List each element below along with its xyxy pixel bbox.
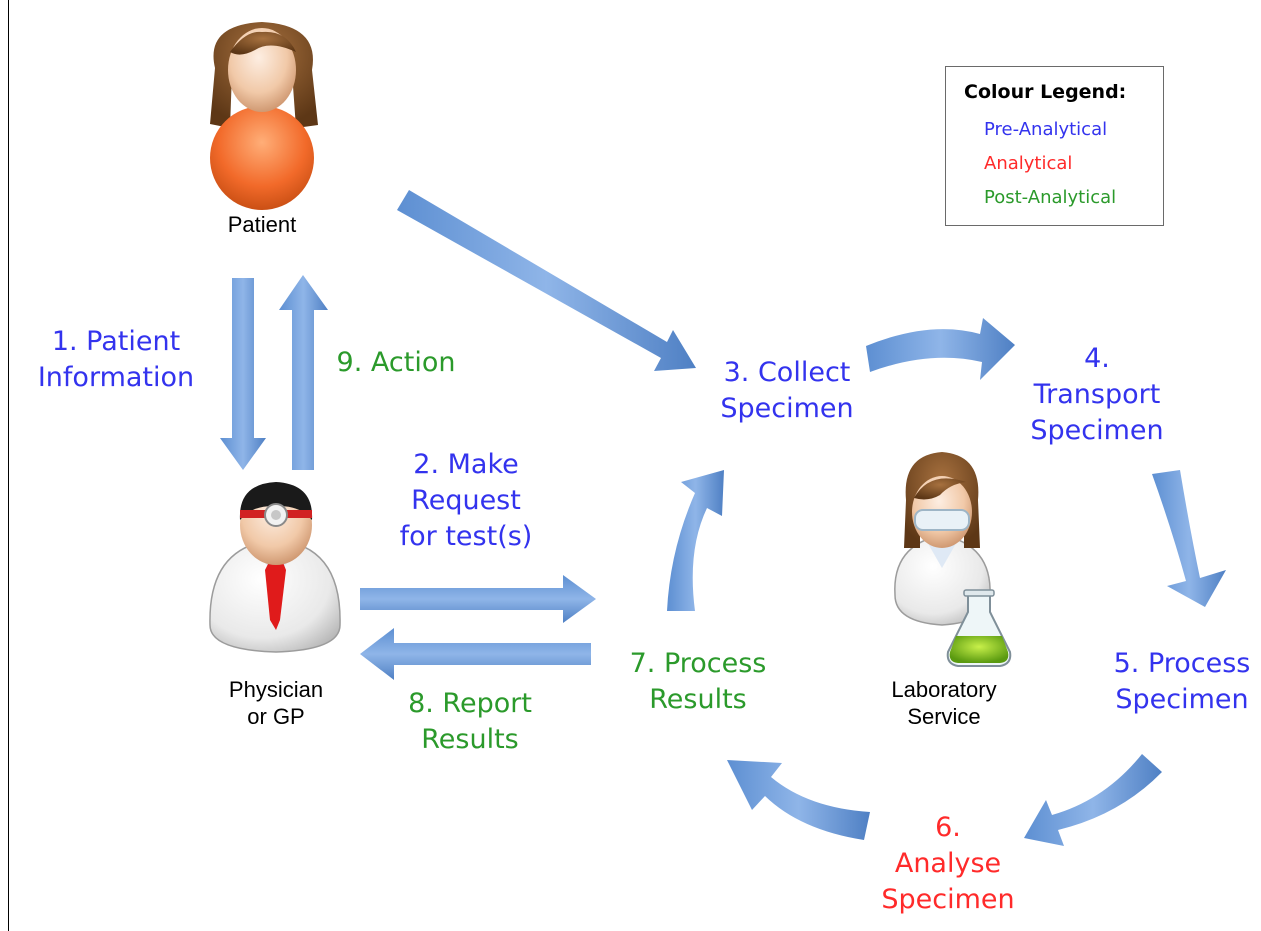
left-border-line bbox=[8, 0, 9, 931]
patient-label: Patient bbox=[227, 212, 297, 237]
step-2-make-request: 2. Make Request for test(s) bbox=[399, 449, 533, 552]
step-4-transport-specimen: 4. Transport Specimen bbox=[1030, 343, 1164, 446]
lab-technician-icon bbox=[894, 452, 1012, 667]
arrow-process-to-analyse bbox=[1024, 754, 1162, 846]
step-5-process-specimen: 5. Process Specimen bbox=[1113, 648, 1251, 715]
legend-title: Colour Legend: bbox=[964, 81, 1127, 103]
step-9-action: 9. Action bbox=[336, 347, 456, 378]
step-7-process-results: 7. Process Results bbox=[629, 648, 767, 715]
step-1-patient-information: 1. Patient Information bbox=[37, 326, 195, 393]
step-8-report-results: 8. Report Results bbox=[408, 688, 532, 755]
arrow-analyse-to-results bbox=[727, 760, 870, 840]
legend-item-analytical: Analytical bbox=[984, 153, 1073, 174]
arrow-results-to-collect bbox=[667, 470, 724, 611]
laboratory-label: Laboratory Service bbox=[891, 677, 997, 729]
arrow-transport-to-process bbox=[1152, 470, 1226, 607]
arrow-request-to-lab bbox=[360, 575, 596, 623]
step-3-collect-specimen: 3. Collect Specimen bbox=[720, 357, 854, 424]
physician-icon bbox=[209, 482, 341, 653]
physician-label: Physician or GP bbox=[228, 677, 324, 729]
legend-item-pre-analytical: Pre-Analytical bbox=[984, 119, 1108, 140]
patient-icon bbox=[210, 22, 318, 210]
colour-legend: Colour Legend: Pre-Analytical Analytical… bbox=[945, 66, 1164, 226]
legend-item-post-analytical: Post-Analytical bbox=[984, 187, 1117, 208]
arrow-collect-to-transport bbox=[866, 318, 1015, 380]
step-6-analyse-specimen: 6. Analyse Specimen bbox=[881, 812, 1015, 915]
arrow-patient-to-collect bbox=[397, 190, 696, 371]
arrow-physician-to-patient bbox=[279, 275, 328, 470]
arrow-report-to-physician bbox=[360, 628, 591, 680]
arrow-patient-to-physician bbox=[220, 278, 266, 470]
